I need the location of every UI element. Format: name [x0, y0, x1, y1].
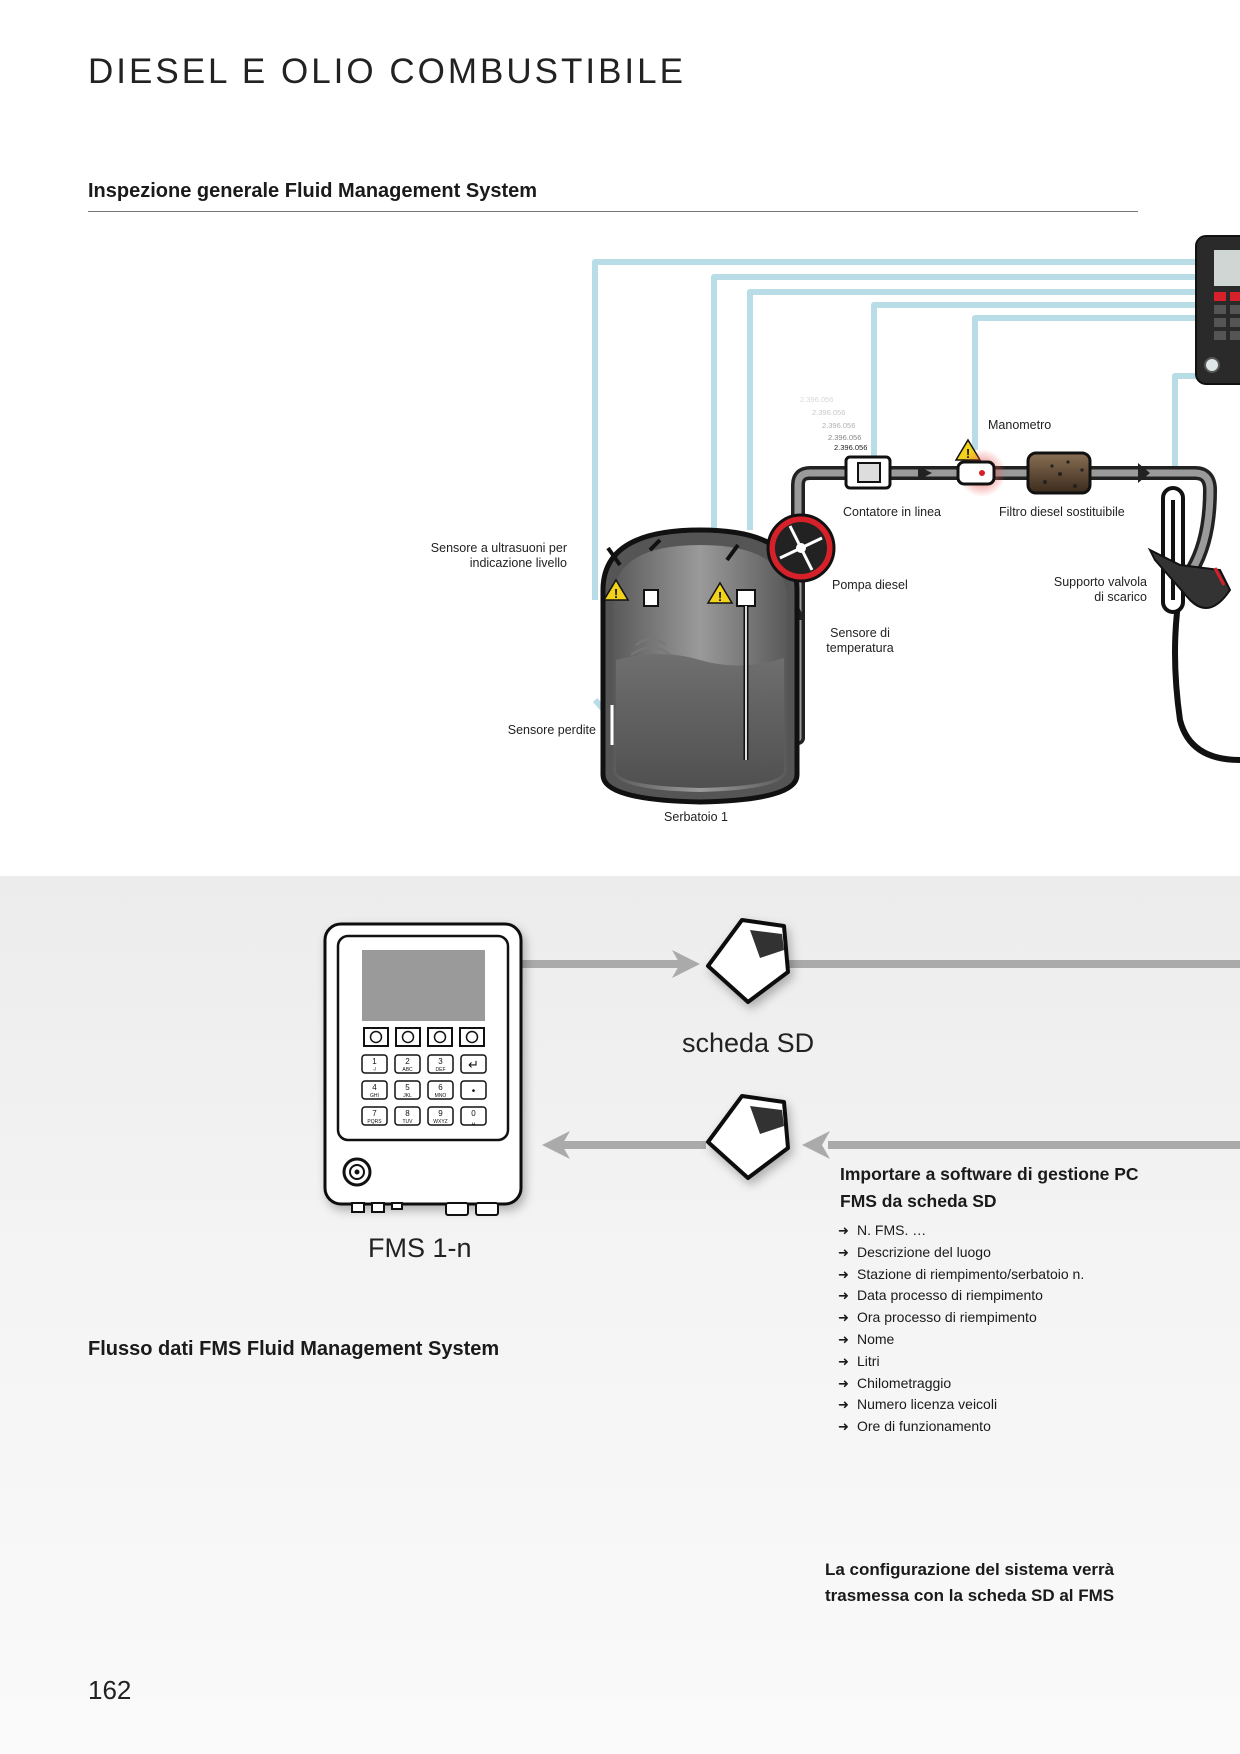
- page-number: 162: [88, 1675, 132, 1705]
- data-flow-background: [0, 876, 1240, 1754]
- key-main: 5: [405, 1083, 410, 1092]
- cable-manometer: [972, 315, 1240, 450]
- signal-cables: [592, 259, 1240, 713]
- key-sub: -/: [373, 1067, 377, 1073]
- flow-arrow-to-fms: [542, 1131, 706, 1159]
- arrow-right-icon: ➜: [838, 1288, 849, 1304]
- section-title-inspection: Inspezione generale Fluid Management Sys…: [88, 180, 538, 202]
- counter-reading-4: 2.396.056: [828, 433, 861, 442]
- key-main: 2: [405, 1057, 410, 1066]
- key-sub: WXYZ: [433, 1119, 447, 1125]
- pump-icon: [766, 513, 836, 583]
- section-title-data-flow: Flusso dati FMS Fluid Management System: [88, 1338, 500, 1360]
- tank-serbatoio-1: [600, 527, 800, 805]
- list-item: ➜N. FMS. …: [838, 1220, 1084, 1242]
- key-main: ↵: [468, 1057, 479, 1072]
- arrow-right-icon: ➜: [838, 1310, 849, 1326]
- list-item: ➜Descrizione del luogo: [838, 1242, 1084, 1264]
- counter-reading-1: 2.396.056: [800, 395, 833, 404]
- label-filter: Filtro diesel sostituibile: [999, 505, 1125, 519]
- flow-arrow-to-sd: [522, 950, 700, 978]
- key-sub: DEF: [436, 1067, 446, 1073]
- arrow-right-icon: ➜: [838, 1266, 849, 1282]
- key-sub: MNO: [435, 1093, 447, 1099]
- key-sub: TUV: [403, 1119, 414, 1125]
- key-main: 0: [471, 1109, 476, 1118]
- fms-keypad-frames: [361, 1054, 487, 1126]
- counter-reading-5: 2.396.056: [834, 443, 867, 452]
- key-main: •: [472, 1086, 476, 1097]
- section-divider: [88, 211, 1138, 212]
- key-main: 7: [372, 1109, 377, 1118]
- label-pump: Pompa diesel: [832, 578, 908, 592]
- inspection-diagram: !!! 2.396.056 2.396.056 2.396.056 2.396.…: [592, 235, 1240, 805]
- arrow-right-icon: ➜: [838, 1353, 849, 1369]
- list-item: ➜Stazione di riempimento/serbatoio n.: [838, 1264, 1084, 1286]
- cable-ultrasonic: [592, 259, 1240, 600]
- counter-reading-3: 2.396.056: [822, 421, 855, 430]
- cable-temperature: [711, 274, 1240, 585]
- key-sub: GHI: [370, 1093, 379, 1099]
- list-item: ➜Chilometraggio: [838, 1373, 1084, 1395]
- label-leak-sensor: Sensore perdite: [507, 723, 596, 737]
- list-item: ➜Ore di funzionamento: [838, 1416, 1084, 1438]
- label-temperature-sensor: Sensore di temperatura: [826, 626, 894, 655]
- fms-label: FMS 1-n: [368, 1233, 472, 1263]
- svg-text:!: !: [614, 586, 618, 601]
- svg-text:!: !: [966, 446, 970, 461]
- key-sub: ABC: [402, 1067, 413, 1073]
- key-main: 1: [372, 1057, 377, 1066]
- label-manometer: Manometro: [988, 418, 1052, 432]
- list-item: ➜Nome: [838, 1329, 1084, 1351]
- key-sub: ␣: [472, 1119, 476, 1125]
- fms-device-top: [1195, 235, 1240, 385]
- svg-text:!: !: [718, 589, 722, 604]
- key-sub: JKL: [403, 1093, 412, 1099]
- import-fields-list: ➜N. FMS. … ➜Descrizione del luogo ➜Stazi…: [838, 1220, 1084, 1438]
- key-main: 6: [438, 1083, 443, 1092]
- flow-line-right-top: [788, 960, 1240, 968]
- diesel-filter: [1026, 451, 1092, 495]
- fms-function-keys: [363, 1027, 485, 1047]
- fms-connector-icon: [342, 1157, 372, 1187]
- config-note: La configurazione del sistema verrà tras…: [825, 1560, 1115, 1605]
- sd-card-icon: [706, 1094, 790, 1180]
- list-item: ➜Litri: [838, 1351, 1084, 1373]
- arrow-right-icon: ➜: [838, 1244, 849, 1260]
- label-valve-support: Supporto valvola di scarico: [1053, 575, 1147, 604]
- key-main: 9: [438, 1109, 443, 1118]
- page-title: DIESEL E OLIO COMBUSTIBILE: [88, 52, 686, 91]
- sd-card-label: scheda SD: [682, 1028, 815, 1058]
- label-inline-meter: Contatore in linea: [843, 505, 941, 519]
- import-title: Importare a software di gestione PC FMS …: [840, 1164, 1139, 1211]
- cable-pump: [747, 289, 1240, 530]
- list-item: ➜Ora processo di riempimento: [838, 1307, 1084, 1329]
- list-item: ➜Numero licenza veicoli: [838, 1394, 1084, 1416]
- key-main: 8: [405, 1109, 410, 1118]
- arrow-right-icon: ➜: [838, 1419, 849, 1435]
- label-tank: Serbatoio 1: [664, 810, 728, 824]
- label-ultrasonic-sensor: Sensore a ultrasuoni per indicazione liv…: [430, 541, 567, 570]
- key-main: 4: [372, 1083, 377, 1092]
- arrow-right-icon: ➜: [838, 1331, 849, 1347]
- key-main: 3: [438, 1057, 443, 1066]
- arrow-right-icon: ➜: [838, 1375, 849, 1391]
- counter-readings: 2.396.056 2.396.056 2.396.056 2.396.056 …: [800, 395, 867, 452]
- list-item: ➜Data processo di riempimento: [838, 1285, 1084, 1307]
- valve-support: [1147, 486, 1232, 614]
- fuel-pipe: [763, 466, 1240, 763]
- sd-card-icon: [706, 918, 790, 1004]
- arrow-right-icon: ➜: [838, 1397, 849, 1413]
- manometer: [956, 449, 1006, 497]
- arrow-right-icon: ➜: [838, 1223, 849, 1238]
- inline-meter: [844, 455, 892, 490]
- flow-arrow-to-sd-bottom: [802, 1131, 1240, 1159]
- counter-reading-2: 2.396.056: [812, 408, 845, 417]
- key-sub: PQRS: [367, 1119, 382, 1125]
- cable-meter: [871, 302, 1240, 460]
- fms-display: [362, 950, 485, 1021]
- fms-ports: [351, 1202, 499, 1216]
